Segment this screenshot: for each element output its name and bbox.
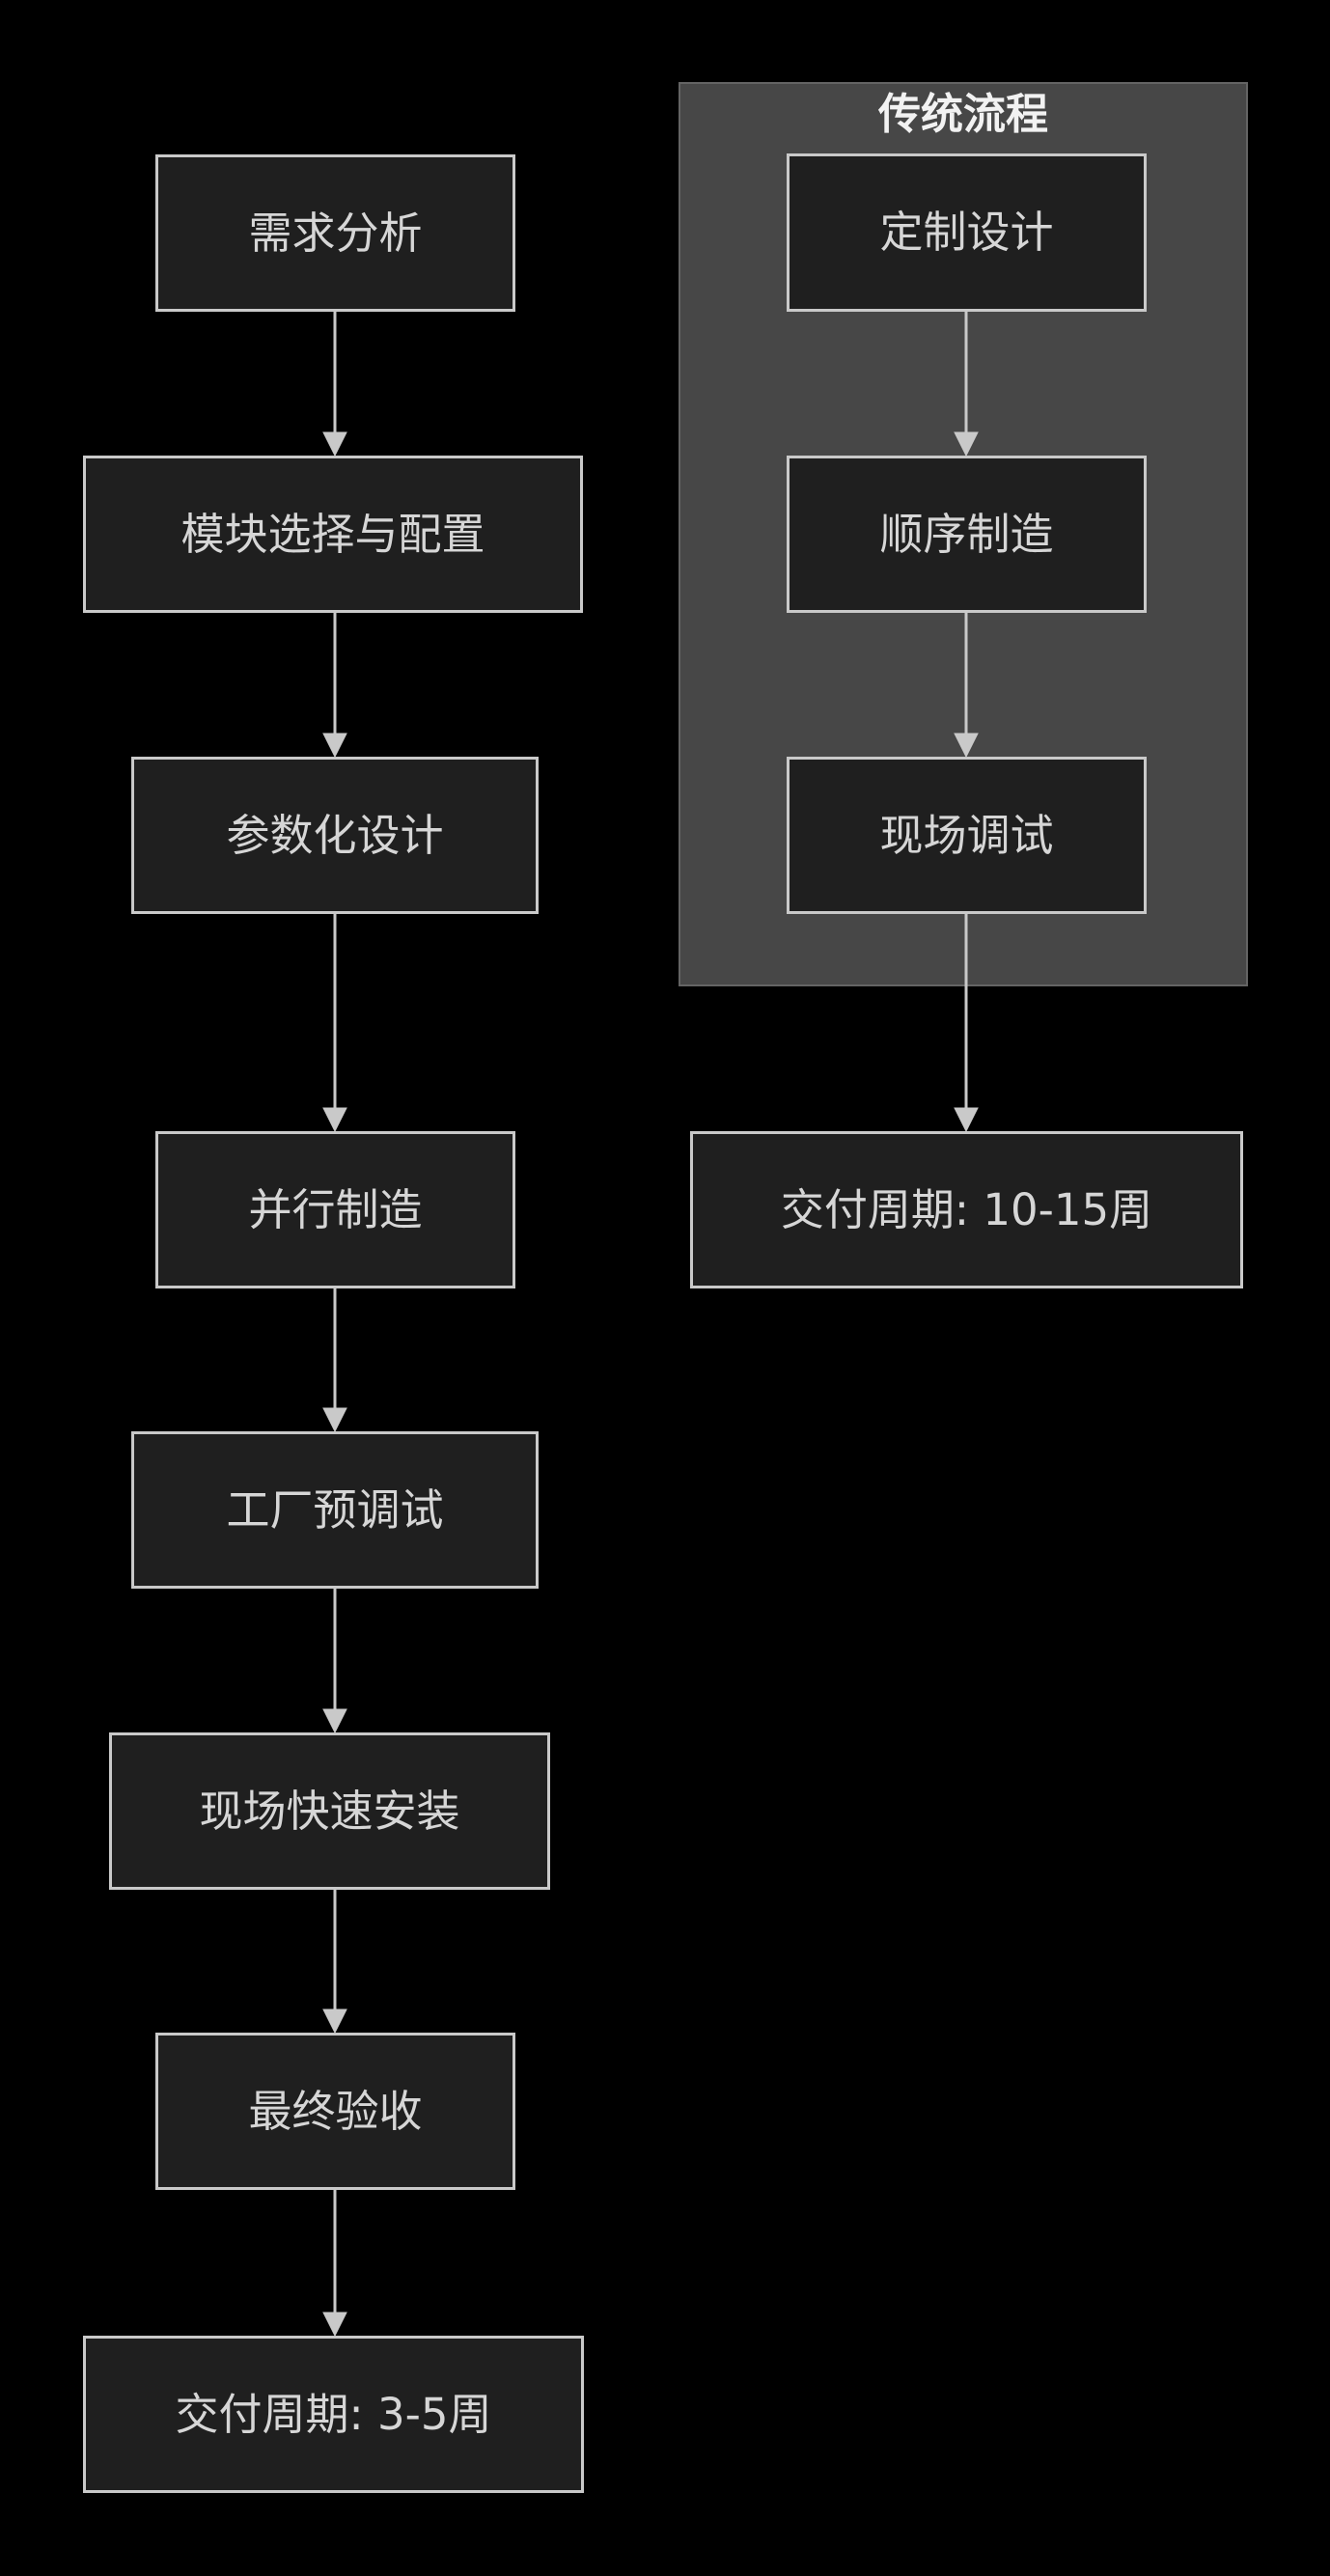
flow-arrow-modular-2 — [322, 613, 347, 759]
flow-node-factory-precommissioning: 工厂预调试 — [131, 1431, 539, 1589]
flow-node-onsite-rapid-installation: 现场快速安装 — [109, 1732, 550, 1890]
flow-node-requirement-analysis: 需求分析 — [155, 154, 515, 312]
flow-arrow-modular-3 — [322, 914, 347, 1133]
flow-node-module-selection-config: 模块选择与配置 — [83, 456, 583, 613]
flow-node-parallel-manufacturing: 并行制造 — [155, 1131, 515, 1288]
flow-node-delivery-time-traditional: 交付周期: 10-15周 — [690, 1131, 1243, 1288]
flow-node-sequential-manufacturing: 顺序制造 — [787, 456, 1147, 613]
flow-arrow-modular-4 — [322, 1288, 347, 1433]
flow-arrow-modular-7 — [322, 2190, 347, 2338]
flow-arrow-modular-1 — [322, 312, 347, 457]
flow-arrow-traditional-3 — [954, 914, 979, 1133]
flow-arrow-traditional-2 — [954, 613, 979, 759]
flow-node-custom-design: 定制设计 — [787, 153, 1147, 312]
flow-arrow-modular-5 — [322, 1589, 347, 1734]
flow-node-parametric-design: 参数化设计 — [131, 757, 539, 914]
flow-node-final-acceptance: 最终验收 — [155, 2033, 515, 2190]
flow-node-delivery-time-modular: 交付周期: 3-5周 — [83, 2336, 584, 2493]
flow-node-onsite-commissioning: 现场调试 — [787, 757, 1147, 914]
flow-arrow-modular-6 — [322, 1890, 347, 2035]
traditional-process-cluster-title: 传统流程 — [878, 90, 1048, 139]
flow-arrow-traditional-1 — [954, 312, 979, 457]
